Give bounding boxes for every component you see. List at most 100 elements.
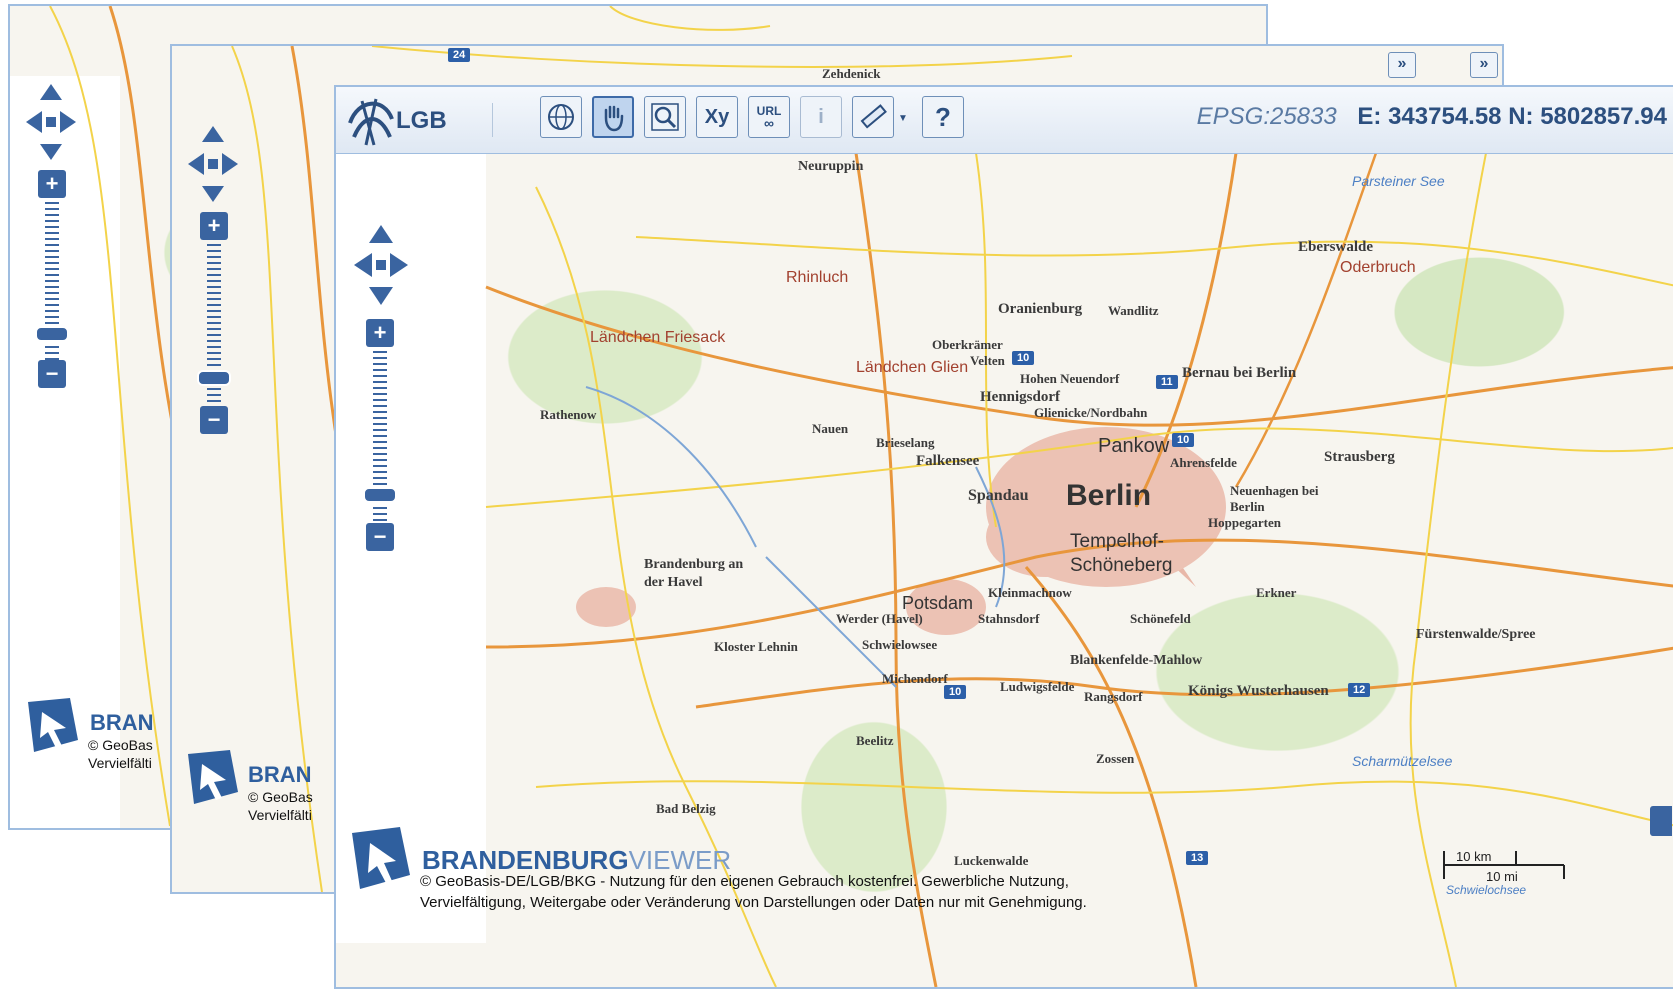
toolbar: LGB Xy URL∞ i ▼ ? EPSG:25833 E: 343754.5… (336, 87, 1673, 154)
place-label: Fürstenwalde/Spree (1416, 627, 1536, 642)
brandenburg-logo-icon (28, 698, 78, 752)
zoom-out-button[interactable]: − (366, 523, 394, 551)
pan-tool-button[interactable] (592, 96, 634, 138)
pan-control[interactable] (188, 126, 238, 207)
brand-name: BRANDENBURGVIEWER (422, 845, 732, 875)
highway-shield: 11 (1156, 375, 1178, 389)
highway-shield: 10 (944, 685, 967, 699)
brandenburg-logo-icon (352, 827, 410, 889)
place-label: Rathenow (540, 407, 597, 422)
info-tool-button[interactable]: i (800, 96, 842, 138)
place-label: Kloster Lehnin (714, 639, 798, 654)
region-label: Ländchen Glien (856, 359, 969, 376)
coordinate-readout: EPSG:25833 E: 343754.58 N: 5802857.94 (1197, 103, 1667, 131)
place-label: Blankenfelde-Mahlow (1070, 653, 1203, 668)
zoom-slider-handle[interactable] (363, 487, 397, 503)
place-label: Luckenwalde (954, 853, 1029, 868)
place-label: Eberswalde (1298, 239, 1373, 255)
region-label: Rhinluch (786, 269, 849, 286)
easting-value: E: 343754.58 (1357, 103, 1502, 130)
place-label: Nauen (812, 421, 849, 436)
zoom-slider[interactable] (207, 244, 221, 414)
place-label: Michendorf (882, 671, 948, 686)
place-label: Stahnsdorf (978, 611, 1040, 626)
measure-dropdown-arrow[interactable]: ▼ (898, 113, 908, 124)
toolbar-separator (492, 103, 493, 137)
zoom-in-button[interactable]: + (366, 319, 394, 347)
highway-shield: 24 (448, 48, 471, 62)
place-label: Königs Wusterhausen (1188, 683, 1329, 699)
brandenburg-logo-icon (188, 750, 238, 804)
place-label: Kleinmachnow (988, 585, 1072, 600)
scale-km: 10 km (1456, 849, 1492, 864)
place-label: Hoppegarten (1208, 515, 1281, 530)
water-label: Scharmützelsee (1352, 753, 1453, 769)
pan-control[interactable] (26, 84, 76, 165)
xy-icon: Xy (704, 105, 730, 128)
expand-panel-button[interactable]: » (1470, 52, 1498, 78)
place-label: Glienicke/Nordbahn (1034, 405, 1148, 420)
pan-control[interactable] (354, 225, 408, 310)
place-label: Neuruppin (798, 159, 864, 174)
hand-icon (604, 105, 624, 132)
measure-tool-button[interactable] (852, 96, 894, 138)
place-label: der Havel (644, 575, 703, 590)
scale-mi: 10 mi (1486, 869, 1518, 884)
place-label: Oranienburg (998, 301, 1083, 317)
zoom-slider-handle[interactable] (35, 326, 69, 342)
side-panel-toggle-button[interactable] (1650, 806, 1672, 836)
place-label: Strausberg (1324, 449, 1395, 465)
map-window-front: LGB Xy URL∞ i ▼ ? EPSG:25833 E: 343754.5… (334, 85, 1673, 989)
place-label: Falkensee (916, 453, 980, 469)
zoom-slider[interactable] (373, 351, 387, 521)
epsg-code: EPSG:25833 (1196, 103, 1337, 130)
place-label: Neuenhagen bei (1230, 483, 1319, 498)
place-label: Ludwigsfelde (1000, 679, 1075, 694)
info-icon: i (818, 105, 824, 128)
url-link-icon: URL (756, 104, 782, 118)
expand-panel-button[interactable]: » (1388, 52, 1416, 78)
place-label: Spandau (968, 487, 1029, 504)
help-tool-button[interactable]: ? (922, 96, 964, 138)
highway-shield: 13 (1186, 851, 1209, 865)
globe-tool-button[interactable] (540, 96, 582, 138)
road-network (485, 152, 1673, 987)
place-label: Bernau bei Berlin (1182, 365, 1297, 381)
zoom-out-button[interactable]: − (38, 360, 66, 388)
brand-name: BRAN (90, 710, 154, 735)
zoom-in-button[interactable]: + (200, 212, 228, 240)
scale-bar (1443, 851, 1565, 879)
water-label: Schwielochsee (1446, 883, 1527, 897)
place-label: Hohen Neuendorf (1020, 371, 1120, 386)
place-label: Werder (Havel) (836, 611, 923, 626)
highway-shield: 12 (1348, 683, 1371, 697)
place-label: Velten (970, 353, 1005, 368)
place-label: Zossen (1096, 751, 1135, 766)
region-label: Oderbruch (1340, 259, 1416, 276)
highway-shield: 10 (1172, 433, 1195, 447)
place-label: Ahrensfelde (1170, 455, 1237, 470)
zoom-slider-handle[interactable] (197, 370, 231, 386)
region-label: Ländchen Friesack (590, 329, 726, 346)
zoom-out-button[interactable]: − (200, 406, 228, 434)
place-label: Beelitz (856, 733, 894, 748)
place-label: Oberkrämer (932, 337, 1003, 352)
place-label: Hennigsdorf (980, 389, 1061, 405)
zoom-box-tool-button[interactable] (644, 96, 686, 138)
zoom-in-button[interactable]: + (38, 170, 66, 198)
place-label: Schwielowsee (862, 637, 938, 652)
lgb-logo-icon (348, 98, 394, 146)
brand-name: BRAN (248, 762, 312, 787)
zoom-slider[interactable] (45, 202, 59, 370)
copyright-text: © GeoBasis-DE/LGB/BKG - Nutzung für den … (420, 873, 1087, 911)
water-label: Parsteiner See (1352, 173, 1445, 189)
coordinate-tool-button[interactable]: Xy (696, 96, 738, 138)
city-label-capital: Berlin (1066, 479, 1152, 512)
place-label: Potsdam (902, 593, 974, 613)
place-label: Brandenburg an (644, 557, 744, 572)
url-tool-button[interactable]: URL∞ (748, 96, 790, 138)
place-label: Bad Belzig (656, 801, 716, 816)
ruler-icon (860, 104, 887, 129)
